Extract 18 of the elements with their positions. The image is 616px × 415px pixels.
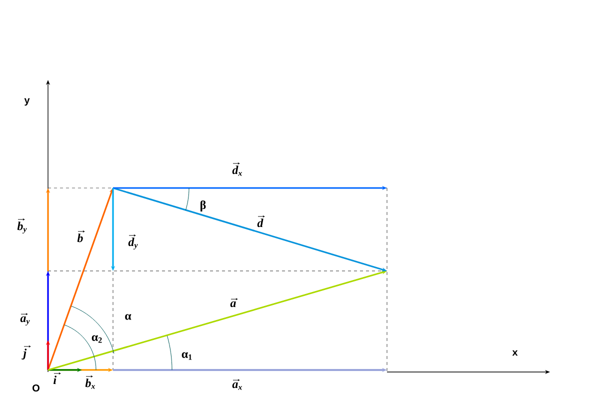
vector-label: d <box>257 216 265 228</box>
vector-label: a$_{x}$ <box>232 379 242 390</box>
axis-label: O <box>32 384 40 392</box>
vector-label: d$_{x}$ <box>232 162 242 176</box>
vector-label: i <box>54 372 61 384</box>
vector-label: j <box>22 346 31 360</box>
vector-label: b$_{y}$ <box>17 218 27 234</box>
angle-label: α$_{1}$ <box>182 352 192 360</box>
vector-label: d$_{y}$ <box>128 234 138 250</box>
axis-label: y <box>24 98 30 106</box>
vector-label: b$_{x}$ <box>85 376 96 389</box>
angle-label: α <box>125 314 132 320</box>
angle-label: β <box>200 200 206 212</box>
vector-label: a$_{y}$ <box>20 313 30 326</box>
axis-label: x <box>512 350 518 356</box>
vector-label: a <box>230 298 238 308</box>
angle-label: α$_{2}$ <box>92 335 102 343</box>
vector-label: b <box>77 230 85 242</box>
